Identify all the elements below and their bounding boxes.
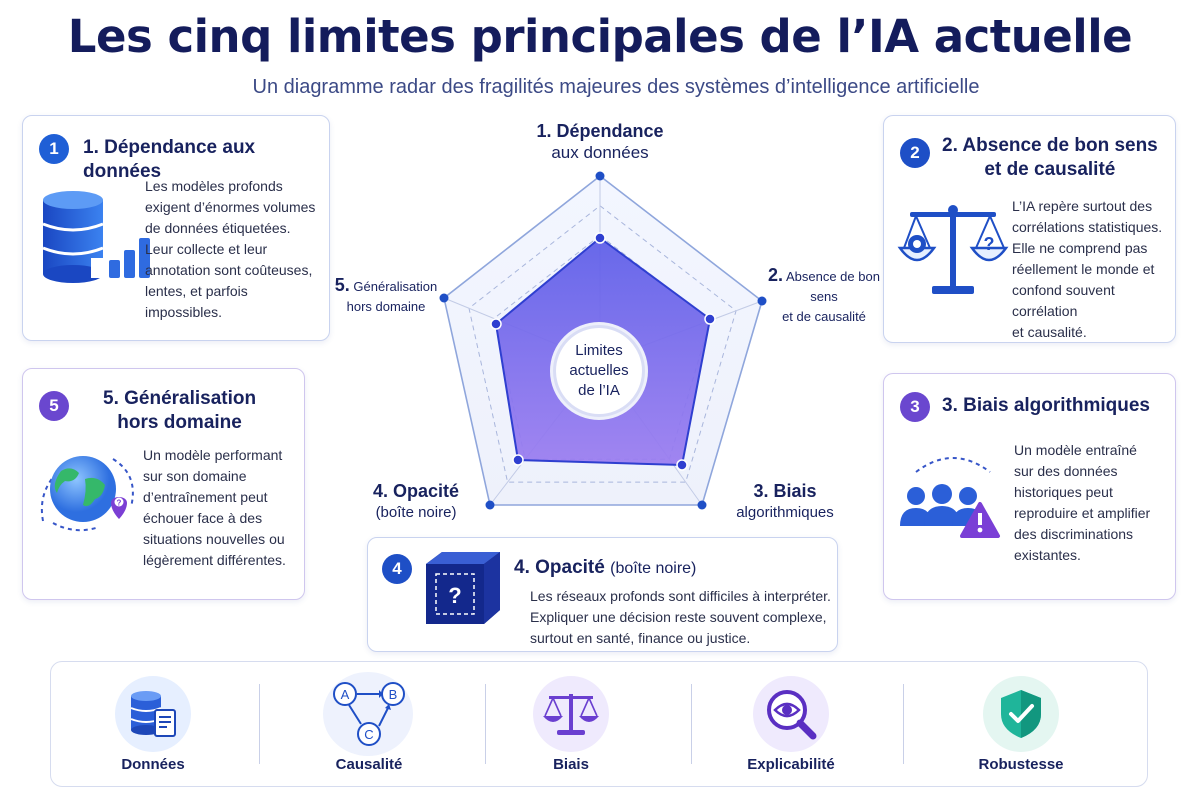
card-title: 3. Biais algorithmiques <box>942 395 1150 416</box>
radar-data-point-1 <box>594 232 606 244</box>
svg-text:C: C <box>364 727 373 742</box>
radar-axis-end-2 <box>757 296 767 306</box>
page-title: Les cinq limites principales de l’IA act… <box>67 10 1133 63</box>
page-subtitle: Un diagramme radar des fragilités majeur… <box>252 76 980 98</box>
card-algorithmic-bias: 3 3. Biais algorithmiques Un modèle entr… <box>883 373 1176 600</box>
database-document-icon <box>115 676 191 752</box>
radar-data-point-4 <box>512 454 524 466</box>
footer-item-donnees: Données <box>53 662 253 788</box>
svg-text:?: ? <box>448 583 461 608</box>
database-chart-icon <box>37 188 157 289</box>
radar-axis-label-4: 4. Opacité(boîte noire) <box>372 481 460 521</box>
card-title: 1. Dépendance aux données <box>83 137 256 182</box>
card-number-badge: 5 <box>39 391 69 421</box>
eye-magnifier-icon <box>753 676 829 752</box>
causality-graph-icon: A B C <box>323 672 413 756</box>
footer-item-biais: Biais <box>471 662 671 788</box>
svg-text:B: B <box>389 687 398 702</box>
card-title: 4. Opacité (boîte noire) <box>514 557 697 578</box>
radar-data-point-2 <box>704 313 716 325</box>
svg-text:?: ? <box>117 499 122 508</box>
black-box-question-icon: ? <box>420 548 504 643</box>
footer-categories: Données A B C Causalité Biais <box>50 661 1148 787</box>
footer-item-robustesse: Robustesse <box>921 662 1121 788</box>
card-number-badge: 2 <box>900 138 930 168</box>
shield-check-icon <box>983 676 1059 752</box>
scales-gear-question-icon: ? <box>896 198 1011 303</box>
card-text: Les réseaux profonds sont difficiles à i… <box>530 588 831 646</box>
card-opacity: 4 ? 4. Opacité (boîte noire) Les réseaux… <box>367 537 838 652</box>
radar-axis-end-5 <box>439 293 449 303</box>
radar-data-point-3 <box>676 459 688 471</box>
footer-item-explicabilite: Explicabilité <box>691 662 891 788</box>
people-warning-icon <box>898 450 1013 559</box>
svg-text:?: ? <box>984 234 995 254</box>
footer-item-causalite: A B C Causalité <box>269 662 469 788</box>
svg-text:A: A <box>341 687 350 702</box>
card-number-badge: 4 <box>382 554 412 584</box>
card-number-badge: 1 <box>39 134 69 164</box>
card-number-badge: 3 <box>900 392 930 422</box>
globe-location-icon: ? <box>35 449 150 544</box>
scales-icon <box>533 676 609 752</box>
radar-axis-end-1 <box>595 171 605 181</box>
radar-axis-end-3 <box>697 500 707 510</box>
radar-axis-end-4 <box>485 500 495 510</box>
card-data-dependency: 1 1. Dépendance aux données Les modèles … <box>22 115 330 341</box>
radar-data-point-5 <box>490 318 502 330</box>
